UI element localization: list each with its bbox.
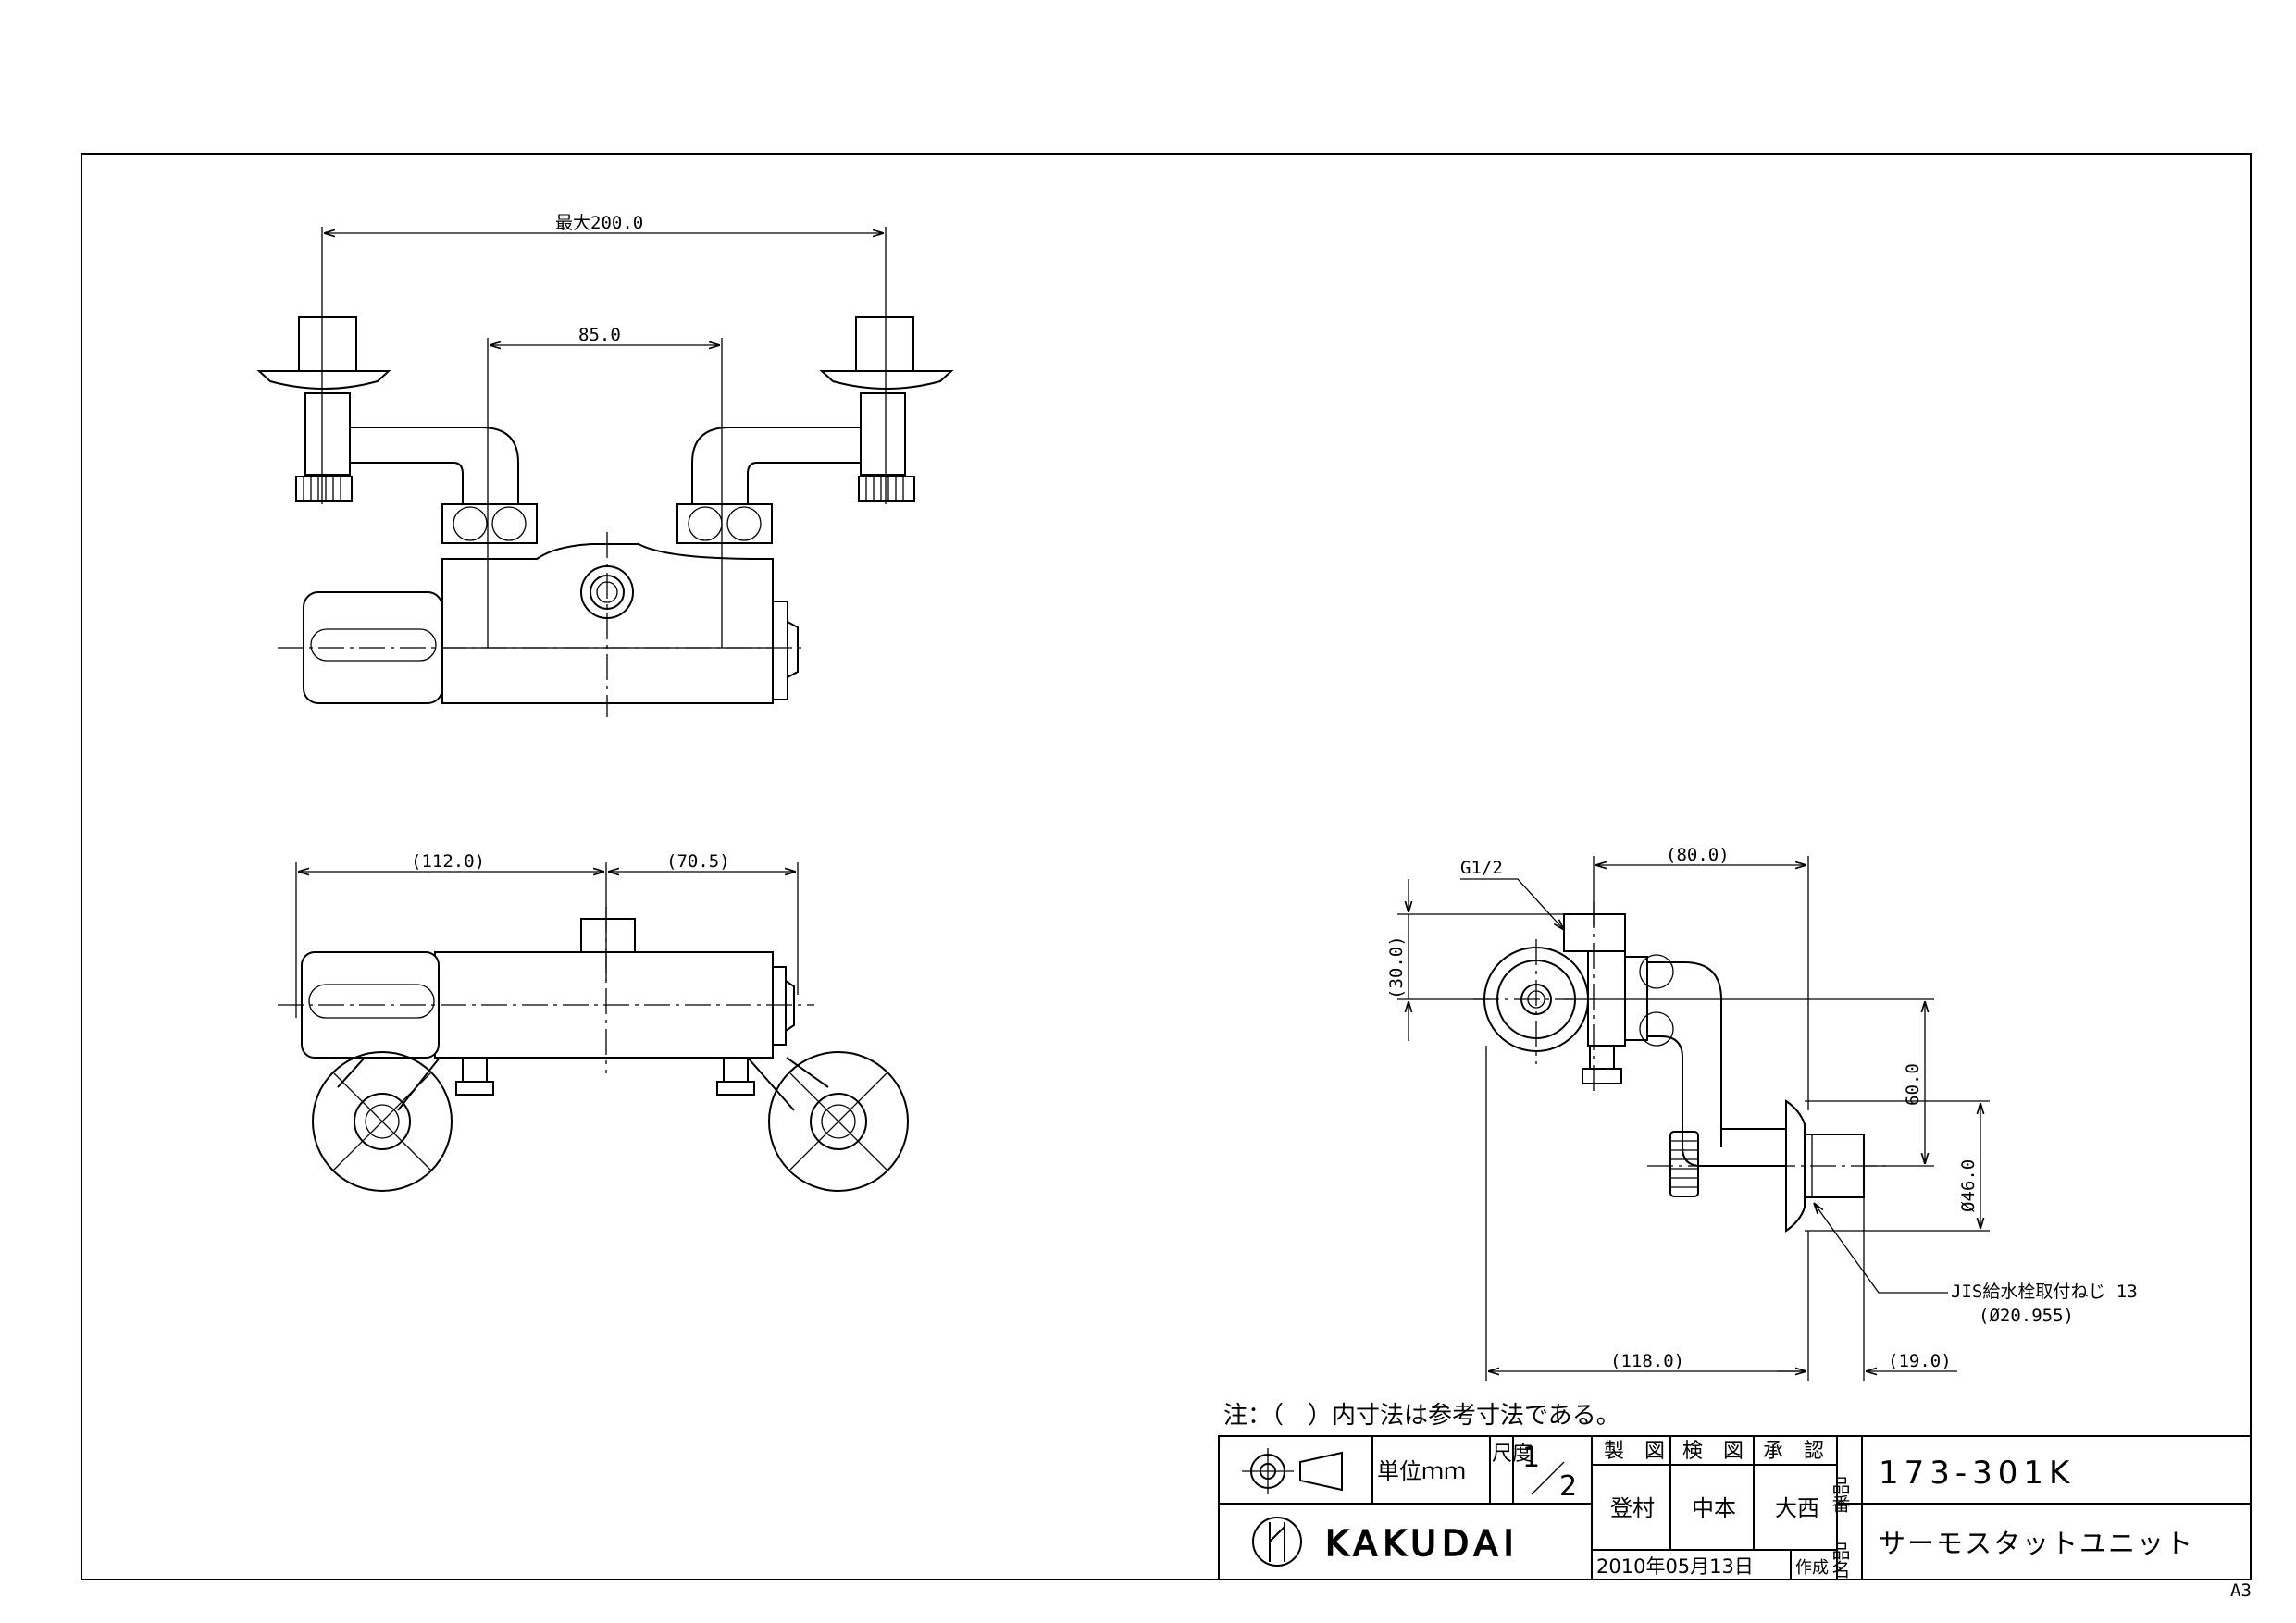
part-number: 173-301K (1879, 1455, 2075, 1492)
name-label: 品名 (1829, 1542, 1851, 1579)
brand-name: KAKUDAI (1325, 1523, 1520, 1564)
drawing-date: 2010年05月13日 (1596, 1555, 1754, 1578)
front-view: 最大200.0 85.0 (256, 213, 954, 717)
dim-center-spacing: 85.0 (578, 325, 621, 345)
plan-view: (112.0) (70.5) (278, 851, 909, 1192)
title-block: 単位ｍｍ 尺度 1 2 KAKUDAI 製 図 検 図 承 認 登村 中本 大西… (1218, 1435, 2252, 1580)
side-view: (80.0) G1/2 (30.0) (1386, 845, 2138, 1381)
drawn-header: 製 図 (1604, 1440, 1665, 1463)
scale-numerator: 1 (1522, 1442, 1540, 1474)
drawn-by: 登村 (1610, 1495, 1655, 1521)
scale-denominator: 2 (1559, 1470, 1577, 1503)
sheet-size-label: A3 (2230, 1580, 2252, 1601)
dim-left-length: (112.0) (411, 851, 485, 872)
checked-by: 中本 (1692, 1495, 1736, 1521)
approved-by: 大西 (1775, 1495, 1819, 1521)
jis-label: JIS給水栓取付ねじ 13 (1951, 1282, 2138, 1302)
kakudai-logo: KAKUDAI (1252, 1517, 1520, 1567)
scale-label: 尺度 (1492, 1443, 1533, 1466)
jis-diameter: (Ø20.955) (1979, 1306, 2074, 1326)
third-angle-projection-icon (1242, 1448, 1343, 1494)
dim-max-spacing: 最大200.0 (555, 213, 643, 233)
created-label: 作成 (1795, 1558, 1829, 1578)
dim-thread-length: (19.0) (1888, 1351, 1952, 1371)
thread-label: G1/2 (1460, 858, 1503, 878)
dim-height-above: (30.0) (1386, 935, 1407, 999)
checked-header: 検 図 (1682, 1440, 1744, 1463)
dim-right-length: (70.5) (666, 851, 730, 872)
dim-depth: (80.0) (1666, 845, 1730, 865)
product-name: サーモスタットユニット (1879, 1528, 2194, 1559)
approved-header: 承 認 (1763, 1440, 1824, 1463)
part-no-label: 品番 (1829, 1476, 1851, 1513)
unit-label: 単位ｍｍ (1377, 1458, 1466, 1484)
dim-flange-diameter: Ø46.0 (1958, 1159, 1979, 1212)
drawing-frame (81, 153, 2252, 1580)
dim-outlet-drop: 60.0 (1903, 1063, 1923, 1106)
dim-total-depth: (118.0) (1610, 1351, 1684, 1371)
reference-dimension-note: 注：（ ）内寸法は参考寸法である。 (1223, 1402, 1620, 1430)
